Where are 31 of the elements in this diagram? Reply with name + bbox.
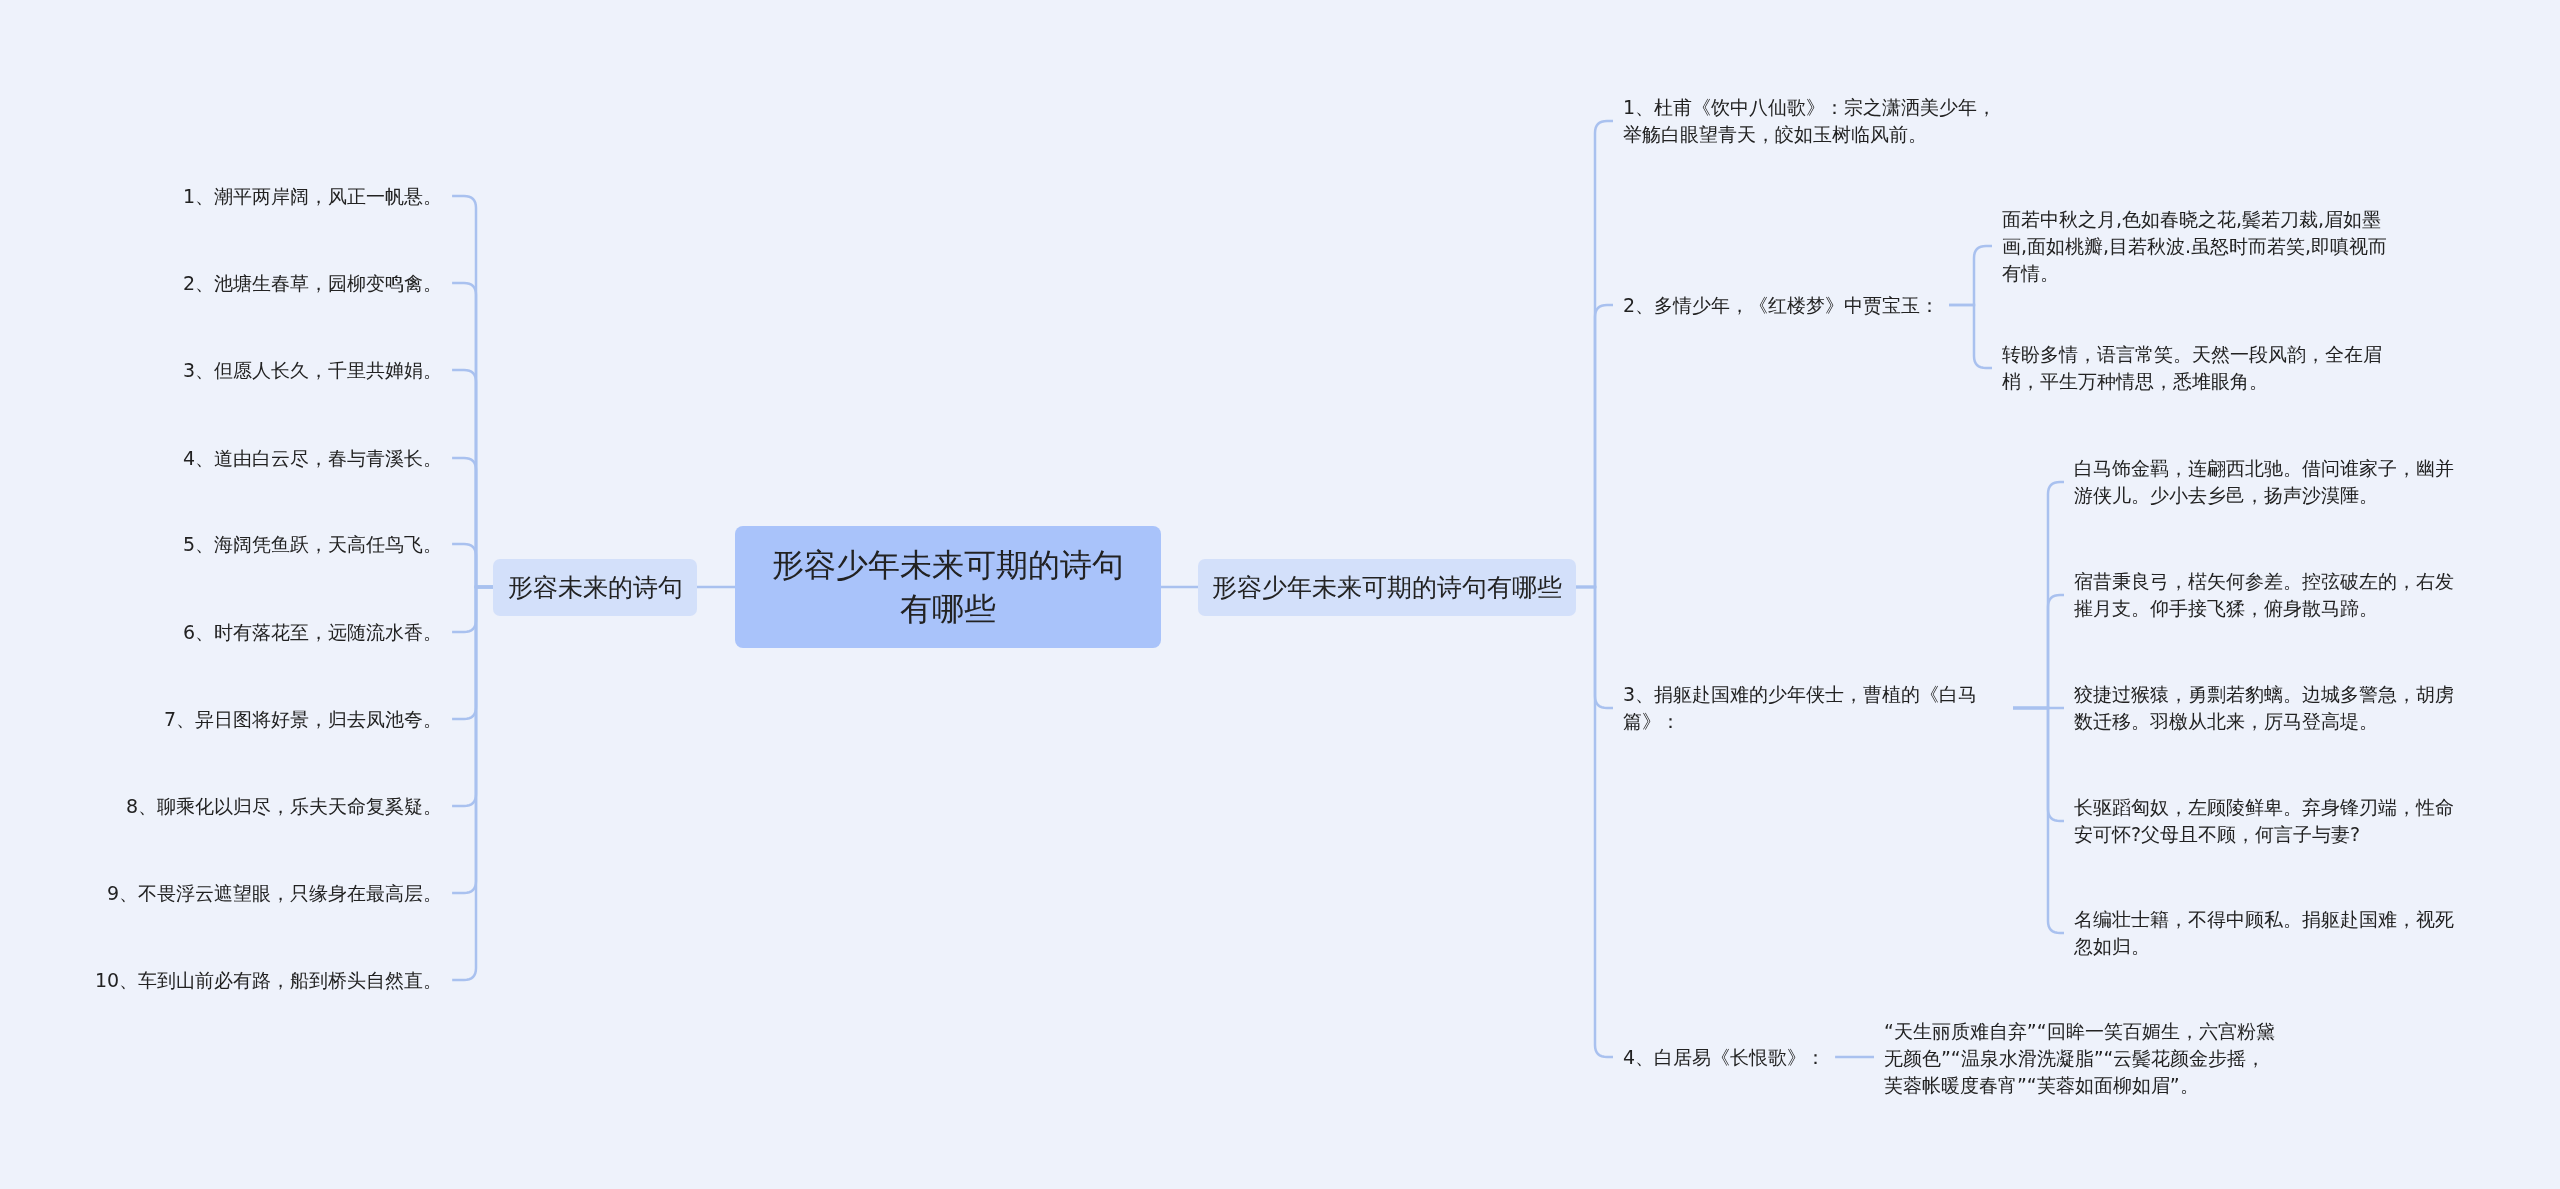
poem-line-text: 4、道由白云尽，春与青溪长。 bbox=[173, 444, 453, 472]
poem-text: 转盼多情，语言常笑。天然一段风韵，全在眉梢，平生万种情思，悉堆眼角。 bbox=[1992, 341, 2402, 395]
connector-line bbox=[1835, 1055, 1874, 1059]
poem-line-text: 6、时有落花至，远随流水香。 bbox=[173, 618, 453, 646]
poem-text: 面若中秋之月,色如春晓之花,鬓若刀裁,眉如墨画,面如桃瓣,目若秋波.虽怒时而若笑,即嗔视而有情。 bbox=[1992, 205, 2402, 287]
poem-line-text: 5、海阔凭鱼跃，天高任鸟飞。 bbox=[173, 530, 453, 558]
poem-line-text: 3、但愿人长久，千里共婵娟。 bbox=[173, 356, 453, 384]
poem-line-text: 2、池塘生春草，园柳变鸣禽。 bbox=[173, 269, 453, 297]
connector-line bbox=[1949, 303, 1992, 370]
poem-text: 狡捷过猴猿，勇剽若豹螭。边城多警急，胡虏数迁移。羽檄从北来，厉马登高堤。 bbox=[2064, 681, 2474, 735]
central-topic: 形容少年未来可期的诗句有哪些 bbox=[735, 526, 1161, 648]
connector-line bbox=[2013, 706, 2064, 935]
poem-line-text: 10、车到山前必有路，船到桥头自然直。 bbox=[85, 966, 453, 994]
poem-text: 白马饰金羁，连翩西北驰。借问谁家子，幽并游侠儿。少小去乡邑，扬声沙漠陲。 bbox=[2064, 455, 2474, 509]
poem-line-text: 1、潮平两岸阔，风正一帆悬。 bbox=[173, 182, 453, 210]
poem-line-text: 8、聊乘化以归尽，乐夫天命复奚疑。 bbox=[116, 792, 453, 820]
branch-topic: 形容未来的诗句 bbox=[493, 558, 697, 616]
poem-text: 名编壮士籍，不得中顾私。捐躯赴国难，视死忽如归。 bbox=[2064, 906, 2474, 960]
branch-topic: 形容少年未来可期的诗句有哪些 bbox=[1198, 558, 1576, 616]
poem-text: 长驱蹈匈奴，左顾陵鲜卑。弃身锋刃端，性命安可怀?父母且不顾，何言子与妻? bbox=[2064, 794, 2474, 848]
poem-text: “天生丽质难自弃”“回眸一笑百媚生，六宫粉黛无颜色”“温泉水滑洗凝脂”“云鬓花颜金步摇，芙蓉帐暖度春宵”“芙蓉如面柳如眉”。 bbox=[1874, 1017, 2294, 1099]
poem-line-text: 9、不畏浮云遮望眼，只缘身在最高层。 bbox=[97, 879, 453, 907]
connector-line bbox=[1576, 585, 1613, 1059]
poem-text: 3、捐躯赴国难的少年侠士，曹植的《白马篇》： bbox=[1613, 681, 2013, 735]
poem-text: 1、杜甫《饮中八仙歌》：宗之潇洒美少年，举觞白眼望青天，皎如玉树临风前。 bbox=[1613, 94, 2013, 148]
poem-line-text: 7、异日图将好景，归去凤池夸。 bbox=[154, 705, 453, 733]
poem-text: 2、多情少年，《红楼梦》中贾宝玉： bbox=[1613, 291, 1950, 319]
connector-line bbox=[1161, 585, 1198, 589]
poem-text: 宿昔秉良弓，楛矢何参差。控弦破左的，右发摧月支。仰手接飞猱，俯身散马蹄。 bbox=[2064, 568, 2474, 622]
connector-line bbox=[697, 585, 735, 589]
poem-text: 4、白居易《长恨歌》： bbox=[1613, 1043, 1836, 1071]
